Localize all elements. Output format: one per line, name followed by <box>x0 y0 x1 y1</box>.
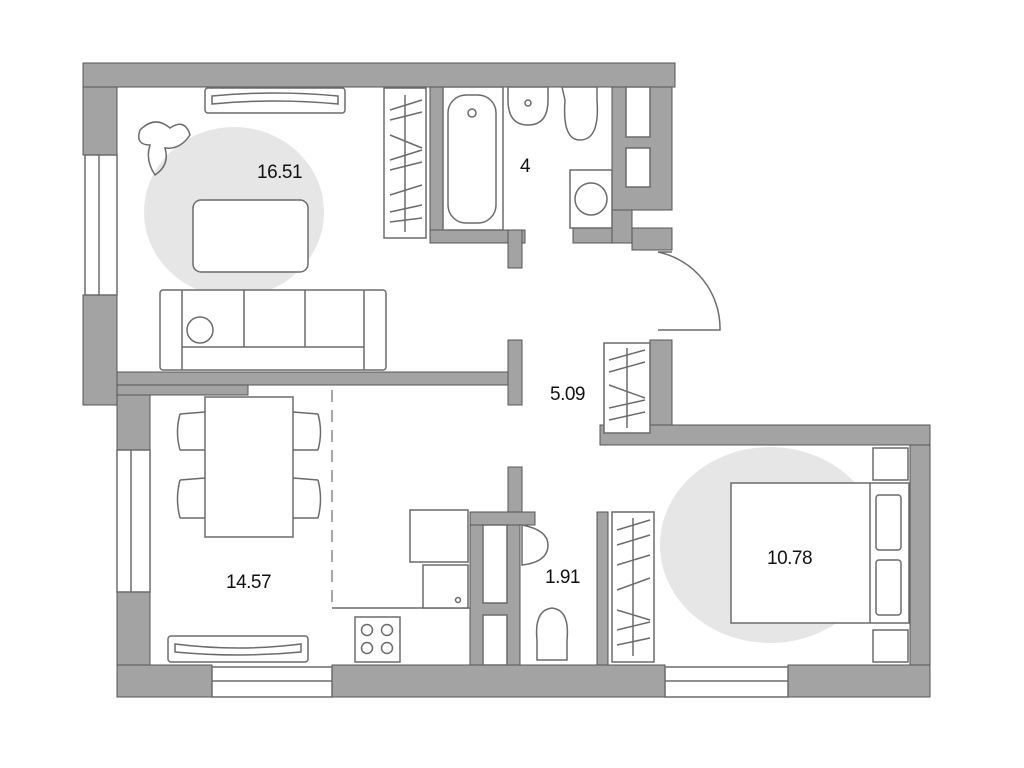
chairs <box>176 411 322 519</box>
stove <box>354 616 401 663</box>
fridge <box>409 509 469 563</box>
nightstand <box>872 447 909 481</box>
cat-icon <box>186 316 214 344</box>
wardrobe-bedroom <box>611 511 655 663</box>
nightstand <box>872 629 909 663</box>
wardrobe-living <box>383 87 427 239</box>
windows <box>84 154 789 698</box>
double-bed <box>730 482 910 624</box>
wardrobe-hall <box>603 342 651 434</box>
entrance-door <box>657 251 721 331</box>
hallway-area: 5.09 <box>550 384 585 405</box>
small-sink <box>521 524 549 566</box>
living-room-area: 16.51 <box>257 162 302 183</box>
kitchen-sink <box>422 564 469 609</box>
dining-table <box>204 396 294 538</box>
plant-icon <box>138 121 191 177</box>
toilet-bath <box>561 86 599 141</box>
sofa <box>159 289 387 371</box>
washing-machine <box>569 169 613 229</box>
walls <box>82 62 931 698</box>
bedroom-area: 10.78 <box>767 548 812 569</box>
toilet <box>535 607 569 661</box>
toilet-area: 1.91 <box>545 567 580 588</box>
radiator-kitchen <box>167 635 309 663</box>
coffee-table <box>192 199 309 273</box>
kitchen-area: 14.57 <box>226 572 271 593</box>
bathroom-area: 4 <box>520 156 531 177</box>
